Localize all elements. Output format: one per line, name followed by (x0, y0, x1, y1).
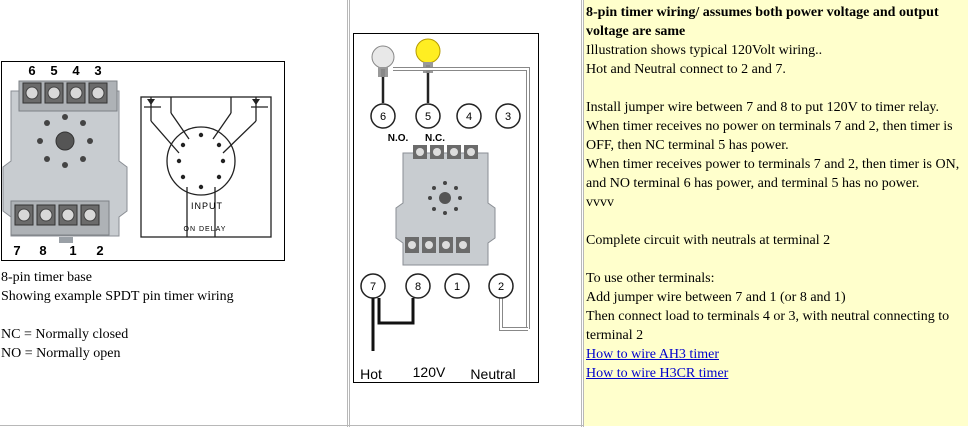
bottom-terminal-label: 8 (415, 281, 421, 293)
column-divider (347, 0, 348, 427)
table-bottom-border (0, 425, 968, 426)
nc-contact-label: N.C. (425, 133, 445, 144)
wiring-diagram-cell: 6 5 4 3 N.O. N.C. (351, 0, 580, 426)
caption-line: 8-pin timer base (1, 270, 92, 285)
base-bottom-pin-label: 7 (13, 243, 20, 258)
paragraph: Illustration shows typical 120Volt wirin… (586, 43, 823, 58)
top-terminal-label: 3 (505, 111, 511, 123)
bottom-terminal-label: 1 (454, 281, 460, 293)
instructions-heading: 8-pin timer wiring/ assumes both power v… (586, 5, 939, 39)
column-divider (349, 0, 350, 427)
paragraph: Then connect load to terminals 4 or 3, w… (586, 309, 950, 343)
paragraph: Complete circuit with neutrals at termin… (586, 233, 831, 248)
paragraph: vvvv (586, 195, 614, 210)
instructions-cell: 8-pin timer wiring/ assumes both power v… (584, 0, 968, 426)
paragraph: Add jumper wire between 7 and 1 (or 8 an… (586, 290, 846, 305)
wiring-diagram-image: 6 5 4 3 N.O. N.C. (353, 33, 539, 383)
paragraph: Hot and Neutral connect to 2 and 7. (586, 62, 786, 77)
top-terminal-label: 5 (425, 111, 431, 123)
base-top-pin-label: 3 (94, 63, 101, 78)
paragraph: When timer receives power to terminals 7… (586, 157, 960, 191)
column-divider (581, 0, 582, 427)
base-top-pin-label: 6 (28, 63, 35, 78)
h3cr-timer-link[interactable]: How to wire H3CR timer (586, 366, 729, 381)
top-terminal-label: 6 (380, 111, 386, 123)
column-divider (583, 0, 584, 427)
caption-line: Showing example SPDT pin timer wiring (1, 289, 234, 304)
timer-base-cell: 6 5 4 3 7 8 1 2 IN (0, 0, 346, 426)
bottom-terminal-label: 2 (498, 281, 504, 293)
bottom-terminal-label: 7 (370, 281, 376, 293)
input-label: INPUT (191, 201, 223, 211)
on-delay-label: ON DELAY (184, 226, 227, 233)
base-bottom-pin-label: 2 (96, 243, 103, 258)
base-bottom-pin-label: 1 (69, 243, 76, 258)
neutral-label: Neutral (470, 366, 515, 382)
voltage-label: 120V (413, 364, 446, 380)
top-terminal-label: 4 (466, 111, 472, 123)
base-top-pin-label: 4 (72, 63, 80, 78)
no-definition: NO = Normally open (1, 346, 121, 361)
hot-label: Hot (360, 366, 382, 382)
ah3-timer-link[interactable]: How to wire AH3 timer (586, 347, 719, 362)
instructions-text: 8-pin timer wiring/ assumes both power v… (586, 3, 964, 383)
timer-base-image: 6 5 4 3 7 8 1 2 IN (1, 61, 285, 261)
timer-base-caption: 8-pin timer base Showing example SPDT pi… (1, 268, 234, 363)
paragraph: Install jumper wire between 7 and 8 to p… (586, 100, 940, 115)
paragraph: When timer receives no power on terminal… (586, 119, 953, 153)
paragraph: To use other terminals: (586, 271, 715, 286)
base-bottom-pin-label: 8 (39, 243, 46, 258)
nc-definition: NC = Normally closed (1, 327, 129, 342)
base-top-pin-label: 5 (50, 63, 57, 78)
no-contact-label: N.O. (388, 133, 409, 144)
